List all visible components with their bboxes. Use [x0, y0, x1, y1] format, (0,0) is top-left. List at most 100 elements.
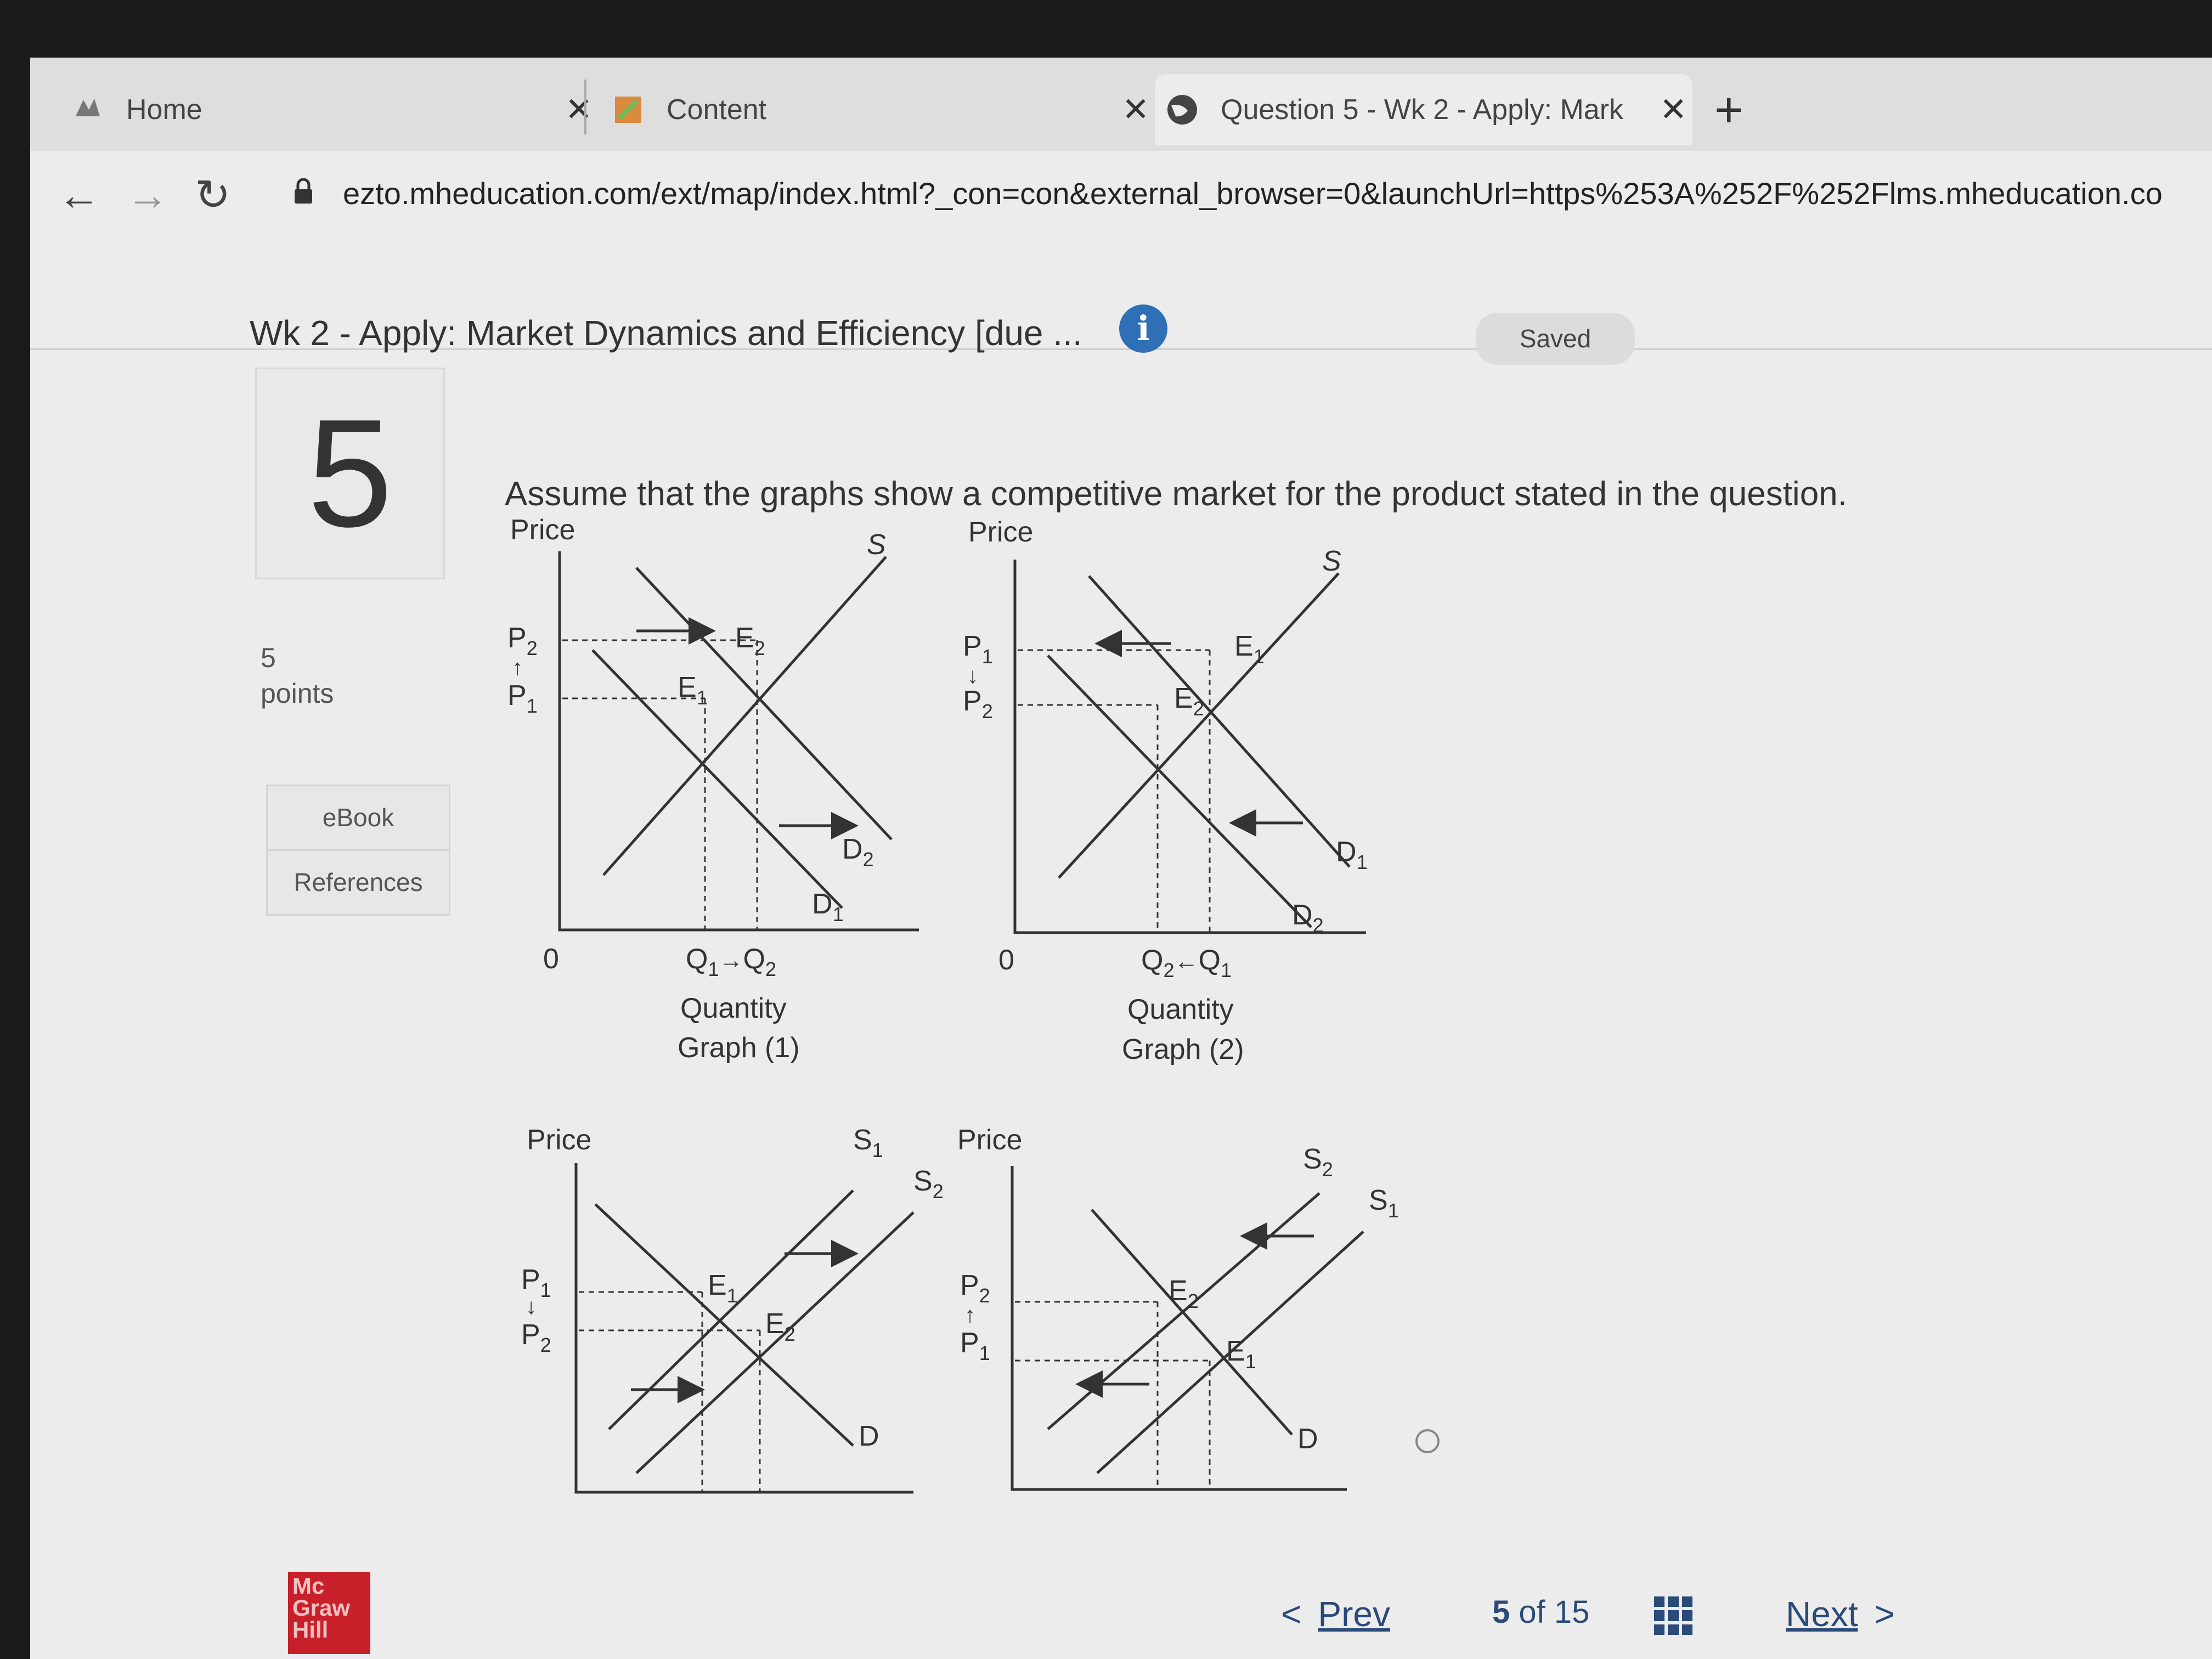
graph4-supply1-line	[1096, 1231, 1364, 1474]
graph1-e2-label: E	[735, 622, 754, 654]
svg-text:P2: P2	[521, 1319, 551, 1356]
graph2-xlabel: Quantity	[1127, 994, 1234, 1025]
graph2-d2-sub: 2	[1313, 914, 1324, 936]
graph2-quantity-arrow: ←	[1174, 948, 1198, 975]
graph2-pbot-sub: 2	[982, 700, 993, 723]
next-button[interactable]: Next>	[1786, 1594, 1895, 1634]
forward-icon[interactable]: →	[126, 171, 169, 219]
svg-text:E1: E1	[678, 672, 708, 709]
graph1-qleft-label: Q	[686, 943, 708, 975]
svg-text:P1: P1	[960, 1327, 990, 1364]
graph4-price-label: Price	[957, 1124, 1022, 1156]
tab-content[interactable]: Content ✕	[612, 74, 1149, 145]
graph-4-labels: Price S2 S1 E2 E1 D P2 ↑ P1	[957, 1124, 1399, 1455]
graph2-e2-sub: 2	[1193, 697, 1204, 720]
page-total: 15	[1554, 1594, 1590, 1630]
graph2-caption: Graph (2)	[1122, 1034, 1244, 1065]
graph1-demand2-line	[635, 567, 893, 840]
graph2-demand1-line	[1088, 575, 1351, 868]
graph2-d1-label: D	[1336, 836, 1357, 868]
question-grid-icon[interactable]	[1654, 1596, 1692, 1635]
prev-button[interactable]: <Prev	[1281, 1594, 1390, 1634]
graph2-supply-line	[1058, 572, 1340, 879]
graph1-origin-label: 0	[543, 943, 559, 975]
graph3-price-label: Price	[527, 1124, 591, 1156]
graph3-demand-line	[594, 1203, 854, 1447]
graph2-qright-label: Q	[1198, 944, 1220, 976]
graph4-ptop-sub: 2	[979, 1284, 990, 1307]
svg-text:E1: E1	[1226, 1335, 1256, 1373]
svg-text:S2: S2	[913, 1165, 944, 1203]
graph-3-labels: Price S1 S2 E1 E2 D P1 ↓ P2	[521, 1124, 944, 1452]
graph3-e2-sub: 2	[785, 1323, 795, 1345]
chevron-left-icon: <	[1281, 1594, 1302, 1634]
graph1-e2-sub: 2	[754, 637, 765, 659]
reload-icon[interactable]: ↻	[195, 171, 231, 219]
svg-text:P2: P2	[960, 1269, 990, 1307]
graph2-e1-label: E	[1234, 630, 1254, 662]
graph4-d-label: D	[1297, 1423, 1318, 1455]
close-tab-icon[interactable]: ✕	[565, 91, 593, 128]
graph4-e1-sub: 1	[1245, 1350, 1256, 1373]
graph1-quantity-arrow: →	[719, 947, 743, 974]
svg-text:S1: S1	[853, 1124, 883, 1161]
tab-label: Question 5 - Wk 2 - Apply: Mark	[1221, 94, 1624, 126]
graph1-d2-label: D	[842, 833, 863, 865]
svg-text:P1: P1	[963, 630, 993, 668]
answer-radio[interactable]	[1415, 1429, 1440, 1453]
graph3-s1-sub: 1	[872, 1139, 883, 1161]
graph3-axes	[574, 1163, 913, 1494]
next-label: Next	[1786, 1594, 1858, 1634]
page-indicator[interactable]: 5 of 15	[1492, 1594, 1589, 1630]
graph4-s1-sub: 1	[1388, 1199, 1399, 1222]
close-tab-icon[interactable]: ✕	[1122, 91, 1150, 128]
points-value: 5	[261, 642, 276, 673]
info-icon[interactable]: i	[1119, 304, 1167, 353]
graph-2	[1013, 560, 1366, 934]
ebook-button[interactable]: eBook	[266, 785, 450, 851]
svg-text:E2: E2	[765, 1308, 795, 1345]
assignment-title: Wk 2 - Apply: Market Dynamics and Effici…	[250, 313, 1082, 353]
graph4-s2-sub: 2	[1322, 1158, 1333, 1181]
graph1-xlabel: Quantity	[680, 992, 787, 1024]
mh-logo-icon	[71, 93, 104, 126]
svg-text:E1: E1	[1234, 630, 1265, 668]
graph3-pbot-label: P	[521, 1319, 540, 1351]
graph1-d1-sub: 1	[833, 903, 844, 926]
graph4-s1-label: S	[1369, 1184, 1388, 1216]
graph4-pbot-label: P	[960, 1327, 979, 1359]
graph1-caption: Graph (1)	[678, 1032, 800, 1064]
back-icon[interactable]: ←	[58, 171, 100, 219]
references-button[interactable]: References	[266, 849, 450, 916]
close-tab-icon[interactable]: ✕	[1660, 91, 1688, 128]
graph1-e1-label: E	[678, 672, 697, 703]
question-prompt: Assume that the graphs show a competitiv…	[505, 475, 1847, 513]
graph2-demand2-line	[1047, 654, 1312, 928]
graph3-s2-label: S	[913, 1165, 933, 1197]
tab-question-5[interactable]: Question 5 - Wk 2 - Apply: Mark ✕	[1155, 74, 1692, 145]
graph4-e1-label: E	[1226, 1335, 1245, 1367]
graph3-supply2-line	[635, 1211, 915, 1474]
tab-home[interactable]: Home ✕	[71, 74, 598, 145]
graph3-e1-sub: 1	[727, 1284, 738, 1307]
new-tab-button[interactable]: +	[1714, 83, 1743, 138]
tab-label: Home	[126, 94, 202, 126]
saved-status: Saved	[1476, 313, 1635, 365]
svg-text:E2: E2	[1174, 682, 1204, 720]
lock-icon	[295, 178, 312, 204]
graph-4	[1011, 1166, 1364, 1491]
graph1-supply-line	[602, 556, 887, 876]
svg-text:S2: S2	[1303, 1143, 1333, 1181]
page-of: of	[1519, 1594, 1545, 1630]
svg-text:D2: D2	[842, 833, 874, 871]
graph1-e1-sub: 1	[697, 686, 708, 709]
svg-text:E2: E2	[735, 622, 765, 659]
graph3-price-arrow-down: ↓	[526, 1295, 537, 1319]
question-number: 5	[307, 388, 393, 559]
svg-text:P1: P1	[507, 680, 538, 717]
address-bar[interactable]: ezto.mheducation.com/ext/map/index.html?…	[343, 176, 2163, 211]
mcgraw-hill-logo: Mc Graw Hill	[288, 1572, 370, 1654]
graph1-s-label: S	[867, 529, 886, 561]
navigation-bar: ← → ↻ ezto.mheducation.com/ext/map/index…	[30, 151, 2212, 233]
graph2-d2-label: D	[1292, 899, 1313, 931]
